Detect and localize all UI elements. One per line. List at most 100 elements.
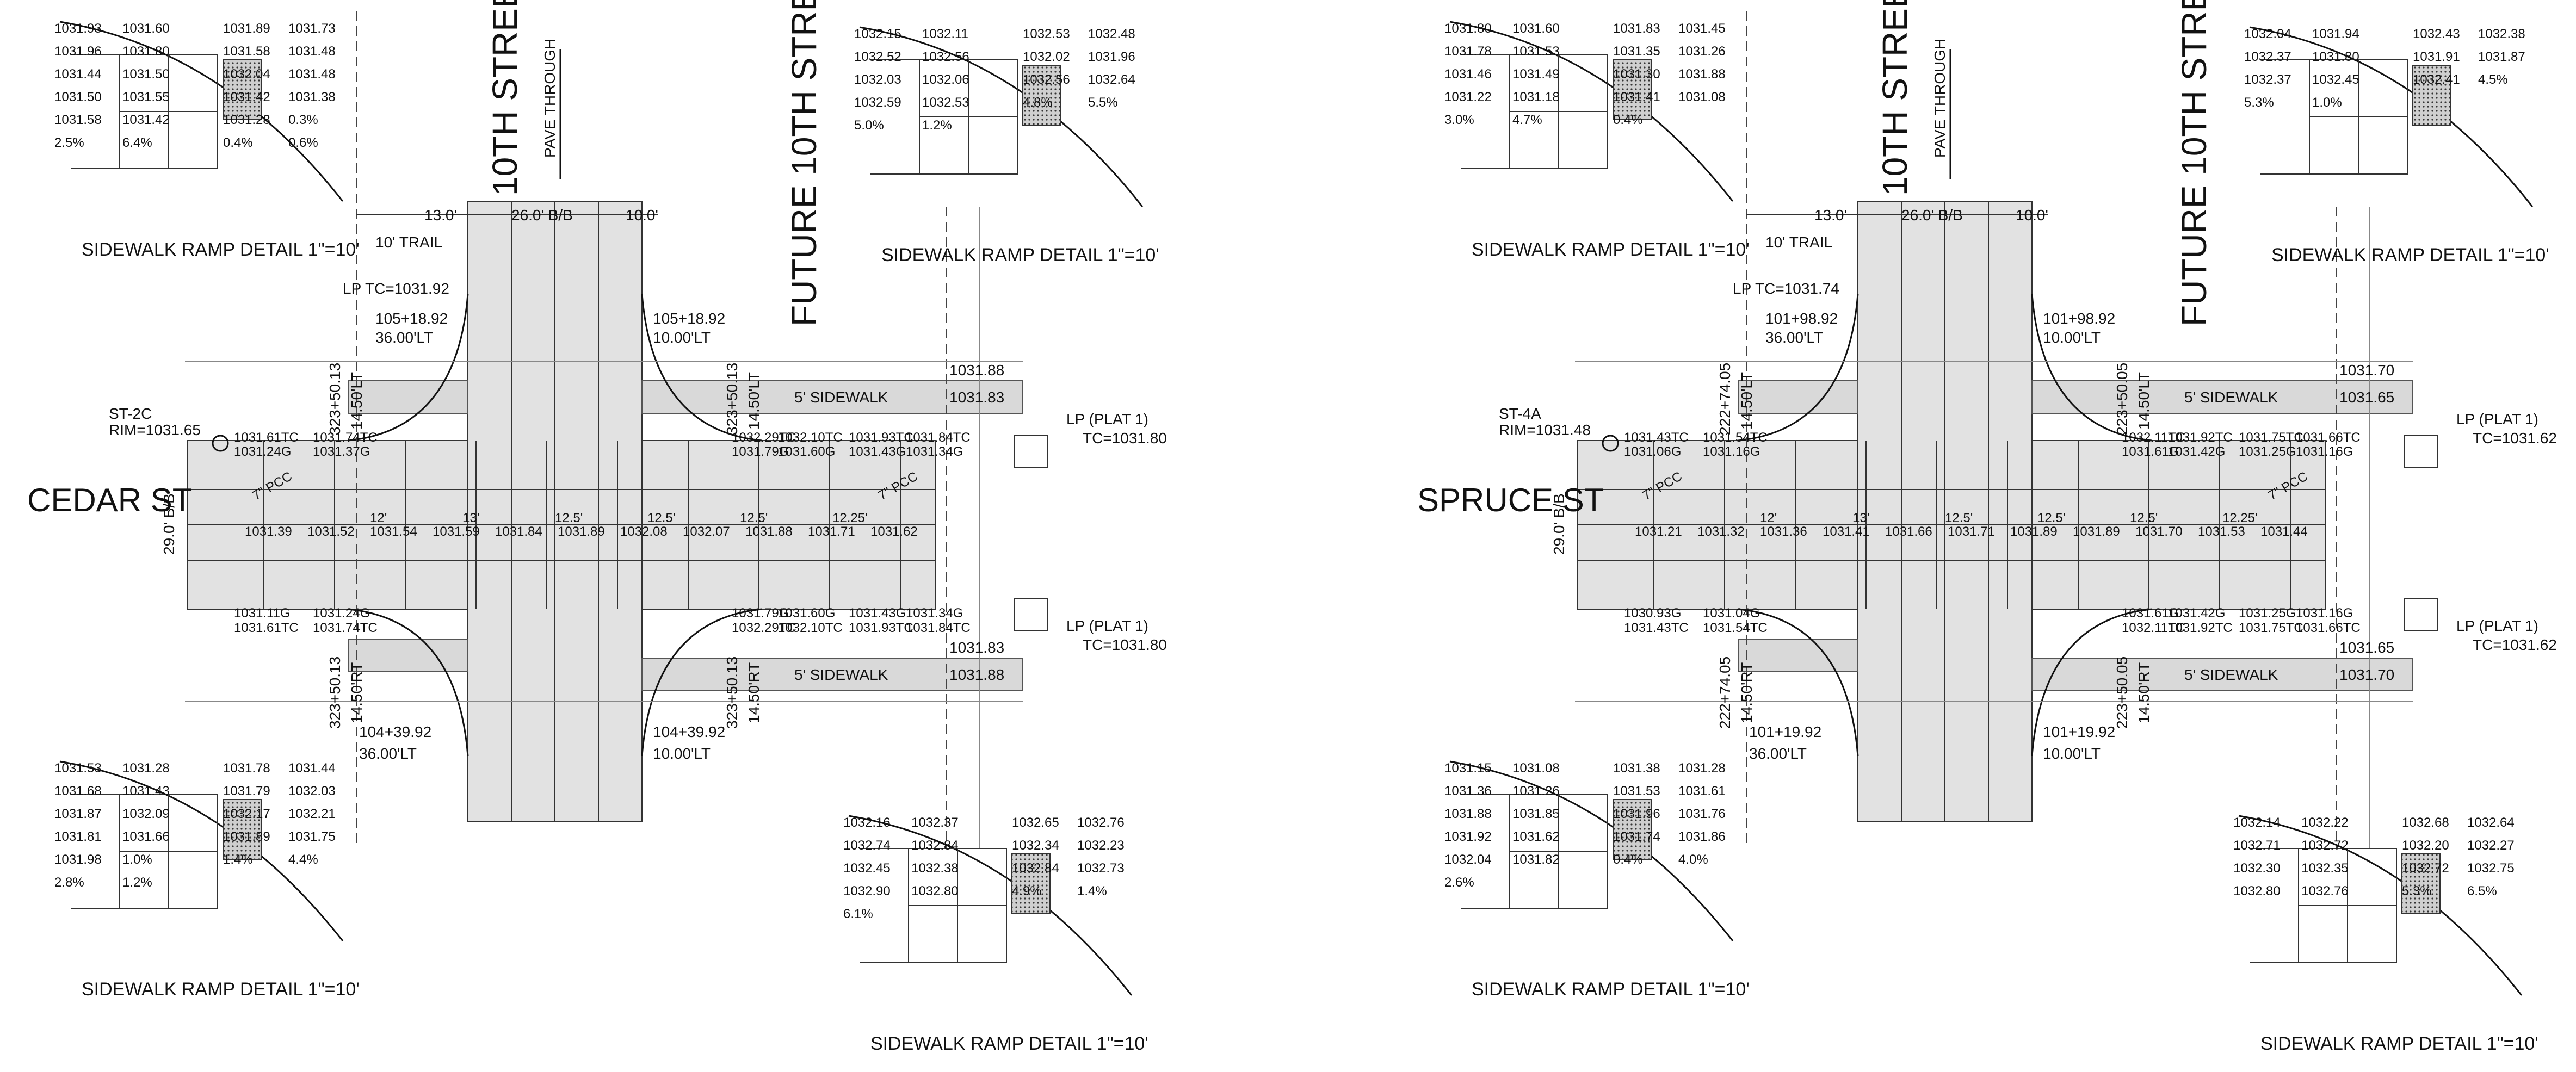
main-street-name: 10TH STREET: [1875, 0, 1914, 196]
sidewalk-label: 5' SIDEWALK: [2184, 666, 2278, 683]
station-offset-label: 14.50'LT: [2135, 372, 2152, 430]
cross-street-name: CEDAR ST: [27, 482, 192, 518]
ramp-elevation-label: 1031.88: [1444, 807, 1492, 821]
top-of-curb-elevation: 1032.10TC: [778, 430, 843, 445]
ramp-elevation-label: 1031.75: [288, 829, 336, 844]
ramp-elevation-label: 1.4%: [223, 852, 253, 867]
centerline-elevation: 1031.32: [1697, 524, 1745, 539]
ramp-elevation-label: 1031.85: [1512, 807, 1560, 821]
plat-low-point-tc: TC=1031.62: [2473, 636, 2557, 653]
plat-lp-symbol: [2404, 435, 2438, 468]
ramp-elevation-label: 1031.28: [223, 113, 270, 127]
ramp-elevation-label: 1031.86: [1678, 829, 1726, 844]
top-of-curb-elevation: 1031.66TC: [2296, 430, 2361, 445]
ramp-elevation-label: 1032.41: [2413, 72, 2460, 87]
gutter-elevation: 1031.06G: [1624, 444, 1681, 459]
ramp-elevation-label: 1032.53: [1023, 27, 1070, 41]
ramp-elevation-label: 1031.89: [223, 829, 270, 844]
ramp-elevation-label: 1031.60: [122, 21, 170, 36]
trail-dimension: 10' TRAIL: [1765, 234, 1832, 251]
ramp-elevation-label: 1032.59: [854, 95, 901, 110]
top-of-curb-elevation: 1032.11TC: [2122, 621, 2185, 635]
centerline-elevation: 1031.54: [370, 524, 417, 539]
main-street-name: 10TH STREET: [485, 0, 524, 196]
ramp-elevation-label: 1031.08: [1512, 761, 1560, 776]
ramp-elevation-label: 6.4%: [122, 135, 152, 150]
plat-low-point-label: LP (PLAT 1): [1066, 411, 1148, 427]
ramp-elevation-label: 1031.48: [288, 44, 336, 59]
ramp-elevation-label: 1031.22: [1444, 90, 1492, 104]
ramp-elevation-label: 1032.45: [2312, 72, 2359, 87]
ramp-elevation-label: 1031.94: [2312, 27, 2359, 41]
lane-dimension: 12.5': [647, 511, 675, 525]
detectable-warning-panel: [1613, 59, 1652, 120]
sidewalk-bottom: [641, 658, 1023, 691]
plat-low-point-tc: TC=1031.62: [2473, 430, 2557, 447]
future-street-name: FUTURE 10TH STREET: [784, 0, 824, 326]
ramp-elevation-label: 1032.27: [2467, 838, 2515, 853]
detectable-warning-panel: [223, 799, 262, 860]
sidewalk-elevation: 1031.70: [2339, 362, 2394, 379]
ramp-elevation-label: 1032.68: [2402, 815, 2449, 830]
ramp-elevation-label: 1031.53: [1613, 784, 1660, 798]
ramp-elevation-label: 1031.87: [2478, 49, 2525, 64]
ramp-elevation-label: 1032.64: [2467, 815, 2515, 830]
ramp-elevation-label: 2.6%: [1444, 875, 1474, 890]
ramp-detail-title: SIDEWALK RAMP DETAIL 1"=10': [82, 979, 360, 1000]
station-label: 222+74.05: [1716, 363, 1733, 435]
lane-dimension: 12.5': [740, 511, 768, 525]
dimension-label: 13.0': [424, 207, 457, 224]
ramp-elevation-label: 1031.38: [1613, 761, 1660, 776]
ramp-elevation-label: 1031.41: [1613, 90, 1660, 104]
ramp-elevation-label: 4.8%: [1023, 95, 1053, 110]
centerline-elevation: 1031.71: [1948, 524, 1995, 539]
detectable-warning-panel: [2412, 65, 2451, 126]
station-offset-label: 10.00'LT: [653, 745, 711, 762]
station-offset-label: 14.50'RT: [1738, 662, 1755, 723]
plat-low-point-tc: TC=1031.80: [1083, 636, 1167, 653]
ramp-elevation-label: 1031.28: [122, 761, 170, 776]
ramp-elevation-label: 0.3%: [288, 113, 318, 127]
ramp-elevation-label: 1032.75: [2467, 861, 2515, 876]
plat-lp-symbol: [2404, 598, 2438, 631]
ramp-elevation-label: 1031.74: [1613, 829, 1660, 844]
top-of-curb-elevation: 1032.29TC: [732, 621, 796, 635]
plat-low-point-label: LP (PLAT 1): [2456, 617, 2538, 634]
top-of-curb-elevation: 1031.92TC: [2168, 430, 2233, 445]
ramp-detail-title: SIDEWALK RAMP DETAIL 1"=10': [1472, 979, 1750, 1000]
ramp-curb-arc: [59, 760, 344, 941]
lane-dimension: 12': [370, 511, 387, 525]
top-of-curb-elevation: 1031.84TC: [906, 621, 971, 635]
station-offset-label: 14.50'RT: [348, 662, 365, 723]
station-label: 222+74.05: [1716, 656, 1733, 729]
ramp-elevation-label: 1031.73: [288, 21, 336, 36]
ramp-elevation-label: 1032.04: [1444, 852, 1492, 867]
ramp-elevation-label: 1032.65: [1012, 815, 1059, 830]
dimension-label: 10.0': [626, 207, 658, 224]
station-offset-label: 14.50'RT: [2135, 662, 2152, 723]
lane-dimension: 12.5': [2037, 511, 2065, 525]
ramp-elevation-label: 1031.30: [1613, 67, 1660, 82]
ramp-elevation-label: 1032.74: [843, 838, 891, 853]
ramp-elevation-label: 1031.15: [1444, 761, 1492, 776]
centerline-elevation: 1031.52: [307, 524, 355, 539]
lane-dimension: 13': [462, 511, 479, 525]
ramp-elevation-label: 1031.26: [1512, 784, 1560, 798]
trail-crossing-top: [348, 380, 468, 414]
ramp-elevation-label: 1032.04: [223, 67, 270, 82]
gutter-elevation: 1031.34G: [906, 444, 963, 459]
top-of-curb-elevation: 1031.92TC: [2168, 621, 2233, 635]
low-point-label: LP TC=1031.74: [1733, 280, 1839, 297]
ramp-curb-arc: [59, 21, 344, 202]
top-of-curb-elevation: 1031.84TC: [906, 430, 971, 445]
sidewalk-bottom: [2031, 658, 2413, 691]
top-of-curb-elevation: 1031.93TC: [849, 621, 913, 635]
ramp-elevation-label: 1032.23: [1077, 838, 1125, 853]
ramp-elevation-label: 1.2%: [122, 875, 152, 890]
